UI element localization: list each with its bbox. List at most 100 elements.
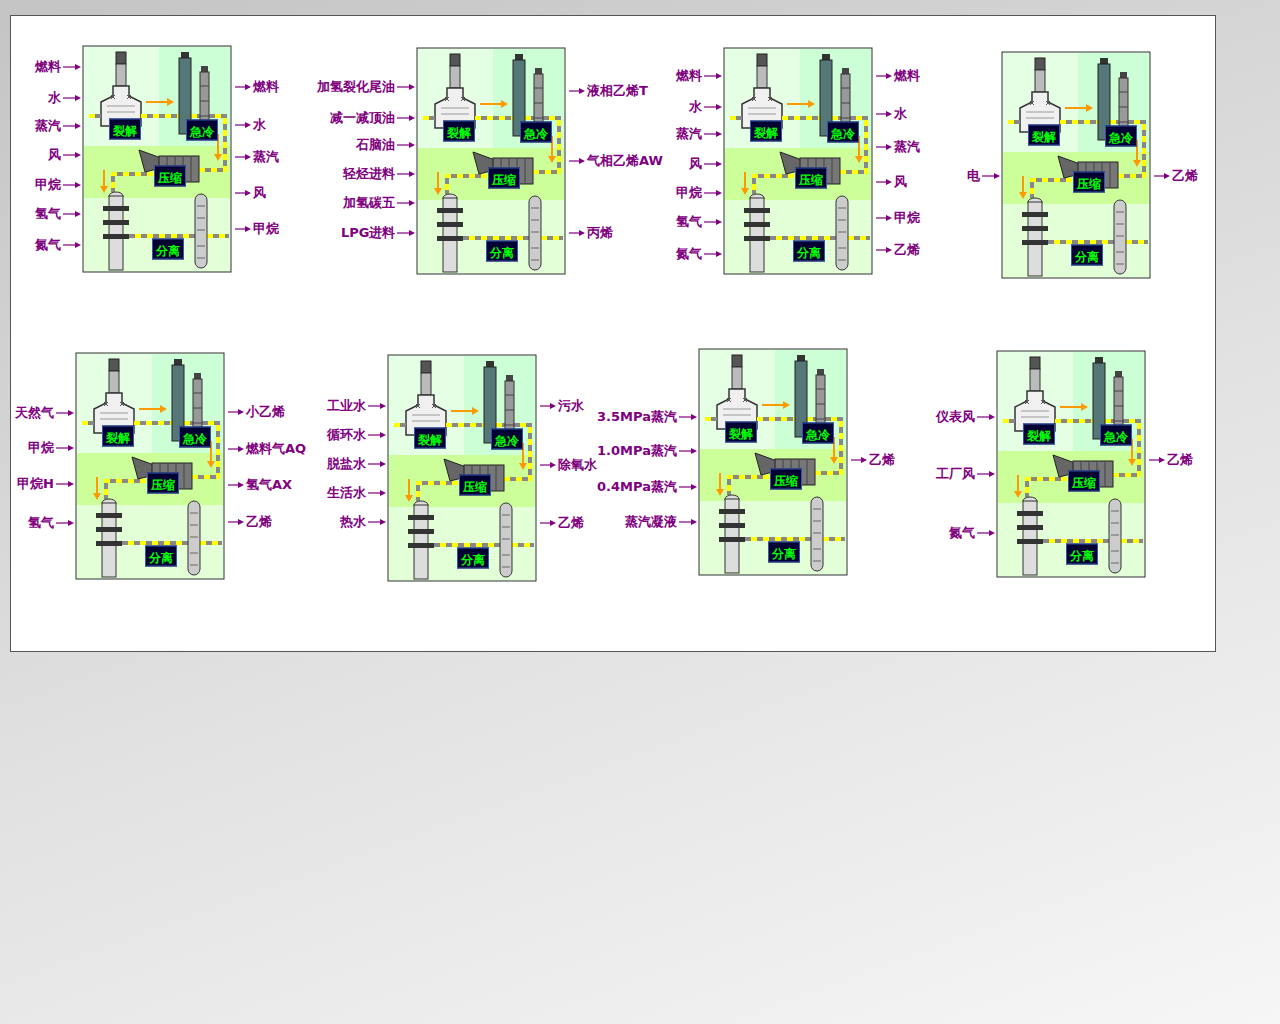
- leader-line: [397, 173, 410, 174]
- stream-label: 加氢碳五: [343, 195, 395, 211]
- leader-line: [63, 97, 76, 98]
- stream-label: 加氢裂化尾油: [317, 79, 395, 95]
- arrow-head: [380, 519, 386, 525]
- arrow-head: [238, 482, 244, 488]
- arrow-head: [886, 111, 892, 117]
- arrow-head: [68, 481, 74, 487]
- section-tag: 急冷: [827, 122, 859, 143]
- stream-label: 轻烃进料: [343, 166, 395, 182]
- section-tag: 分离: [457, 548, 489, 569]
- section-name: 压缩: [158, 171, 182, 185]
- section-tag: 分离: [1071, 245, 1103, 266]
- stream-label: 1.0MPa蒸汽: [597, 443, 677, 459]
- stream-label: 燃料: [676, 68, 702, 84]
- stream-label: 丙烯: [587, 225, 613, 241]
- leader-line: [704, 133, 717, 134]
- arrow-head: [716, 190, 722, 196]
- stream-label: 氢气: [676, 214, 702, 230]
- arrow-head: [716, 161, 722, 167]
- stream-label: 氮气: [35, 237, 61, 253]
- stream-label: 热水: [340, 514, 366, 530]
- arrow-head: [409, 200, 415, 206]
- stream-label: 除氧水: [558, 457, 597, 473]
- arrow-head: [886, 179, 892, 185]
- arrow-head: [579, 230, 585, 236]
- section-tag: 急冷: [1105, 126, 1137, 147]
- stream-label: 污水: [558, 398, 584, 414]
- section-name: 裂解: [113, 124, 137, 138]
- leader-line: [876, 146, 887, 147]
- leader-line: [235, 86, 246, 87]
- arrow-head: [550, 520, 556, 526]
- leader-line: [368, 521, 381, 522]
- stream-label: 甲烷: [676, 185, 702, 201]
- leader-line: [228, 521, 239, 522]
- stream-label: 乙烯: [869, 452, 895, 468]
- arrow-head: [75, 64, 81, 70]
- section-name: 裂解: [447, 126, 471, 140]
- stream-label: 风: [48, 147, 61, 163]
- arrow-head: [75, 182, 81, 188]
- arrow-head: [245, 84, 251, 90]
- stream-label: 乙烯: [1172, 168, 1198, 184]
- stream-label: 水: [48, 90, 61, 106]
- section-name: 裂解: [106, 431, 130, 445]
- section-name: 压缩: [151, 478, 175, 492]
- leader-line: [228, 411, 239, 412]
- arrow-head: [380, 432, 386, 438]
- leader-line: [704, 192, 717, 193]
- stream-label: 水: [253, 117, 266, 133]
- section-name: 压缩: [1072, 476, 1096, 490]
- leader-line: [56, 483, 69, 484]
- arrow-head: [238, 409, 244, 415]
- arrow-head: [75, 95, 81, 101]
- plant-unit: [1002, 52, 1150, 278]
- section-tag: 裂解: [725, 422, 757, 443]
- arrow-head: [1164, 173, 1170, 179]
- leader-line: [679, 416, 692, 417]
- leader-line: [540, 405, 551, 406]
- section-name: 急冷: [806, 428, 830, 442]
- arrow-head: [245, 226, 251, 232]
- section-name: 压缩: [463, 480, 487, 494]
- section-tag: 裂解: [750, 121, 782, 142]
- arrow-head: [68, 410, 74, 416]
- leader-line: [63, 66, 76, 67]
- leader-line: [977, 473, 990, 474]
- section-name: 急冷: [495, 434, 519, 448]
- section-tag: 急冷: [1100, 425, 1132, 446]
- stream-label: 蒸汽: [894, 139, 920, 155]
- leader-line: [63, 125, 76, 126]
- stream-label: 甲烷: [894, 210, 920, 226]
- plant-unit: [997, 351, 1145, 577]
- section-tag: 分离: [145, 546, 177, 567]
- section-name: 压缩: [774, 474, 798, 488]
- stream-label: 乙烯: [894, 242, 920, 258]
- leader-line: [235, 156, 246, 157]
- leader-line: [704, 253, 717, 254]
- leader-line: [704, 75, 717, 76]
- stream-label: 3.5MPa蒸汽: [597, 409, 677, 425]
- leader-line: [540, 464, 551, 465]
- leader-line: [228, 484, 239, 485]
- arrow-head: [409, 84, 415, 90]
- leader-line: [876, 217, 887, 218]
- stream-label: 甲烷: [28, 440, 54, 456]
- section-name: 裂解: [1032, 130, 1056, 144]
- stream-label: 氮气: [676, 246, 702, 262]
- leader-line: [982, 175, 995, 176]
- arrow-head: [691, 448, 697, 454]
- section-name: 压缩: [1077, 177, 1101, 191]
- arrow-head: [68, 445, 74, 451]
- section-name: 裂解: [729, 427, 753, 441]
- leader-line: [63, 184, 76, 185]
- leader-line: [1154, 175, 1165, 176]
- section-tag: 裂解: [1023, 424, 1055, 445]
- section-name: 分离: [797, 246, 821, 260]
- stream-label: 燃料: [894, 68, 920, 84]
- stream-label: 燃料: [35, 59, 61, 75]
- stream-label: 仪表风: [936, 409, 975, 425]
- section-tag: 分离: [486, 241, 518, 262]
- section-tag: 压缩: [147, 473, 179, 494]
